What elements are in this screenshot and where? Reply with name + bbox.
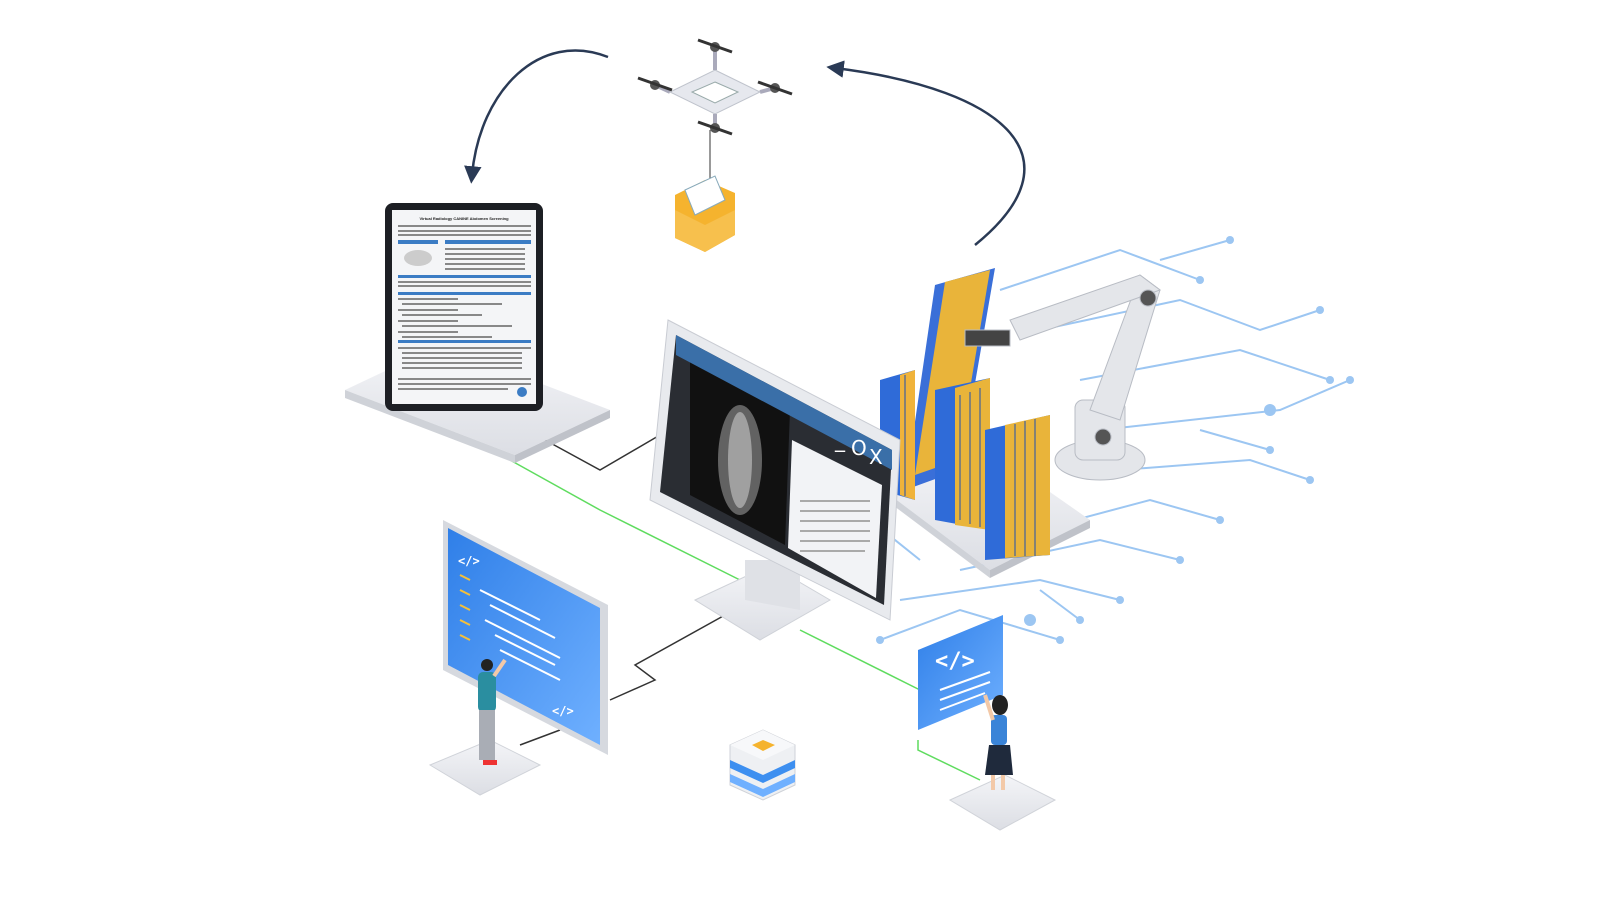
arrow-to-tablet bbox=[464, 49, 609, 184]
window-controls: _ O X bbox=[834, 428, 883, 469]
woman-figure bbox=[983, 694, 1013, 790]
robot-arm bbox=[964, 274, 1162, 481]
code-tag-right: </> bbox=[935, 649, 975, 674]
document-title: Virtual Radiology CANINE Abdomen Screeni… bbox=[419, 216, 509, 221]
tablet-device: Virtual Radiology CANINE Abdomen Screeni… bbox=[385, 203, 543, 411]
left-code-screen: </> </> bbox=[428, 520, 608, 796]
close-button[interactable]: X bbox=[869, 445, 883, 469]
code-tag-top: </> bbox=[458, 554, 480, 568]
monitor: _ O X bbox=[649, 319, 901, 641]
man-figure bbox=[478, 658, 507, 765]
connection-lines bbox=[509, 434, 981, 781]
drone-icon bbox=[637, 38, 793, 200]
code-tag-bottom: </> bbox=[552, 704, 574, 718]
right-code-screen: </> bbox=[918, 615, 1057, 831]
folder-icon bbox=[675, 175, 735, 252]
maximize-button[interactable]: O bbox=[851, 436, 867, 460]
circuit-pattern bbox=[866, 236, 1354, 644]
data-blocks bbox=[880, 268, 1050, 560]
arrow-to-drone bbox=[826, 60, 1026, 246]
minimize-button[interactable]: _ bbox=[834, 428, 846, 452]
database-icon bbox=[729, 729, 796, 801]
